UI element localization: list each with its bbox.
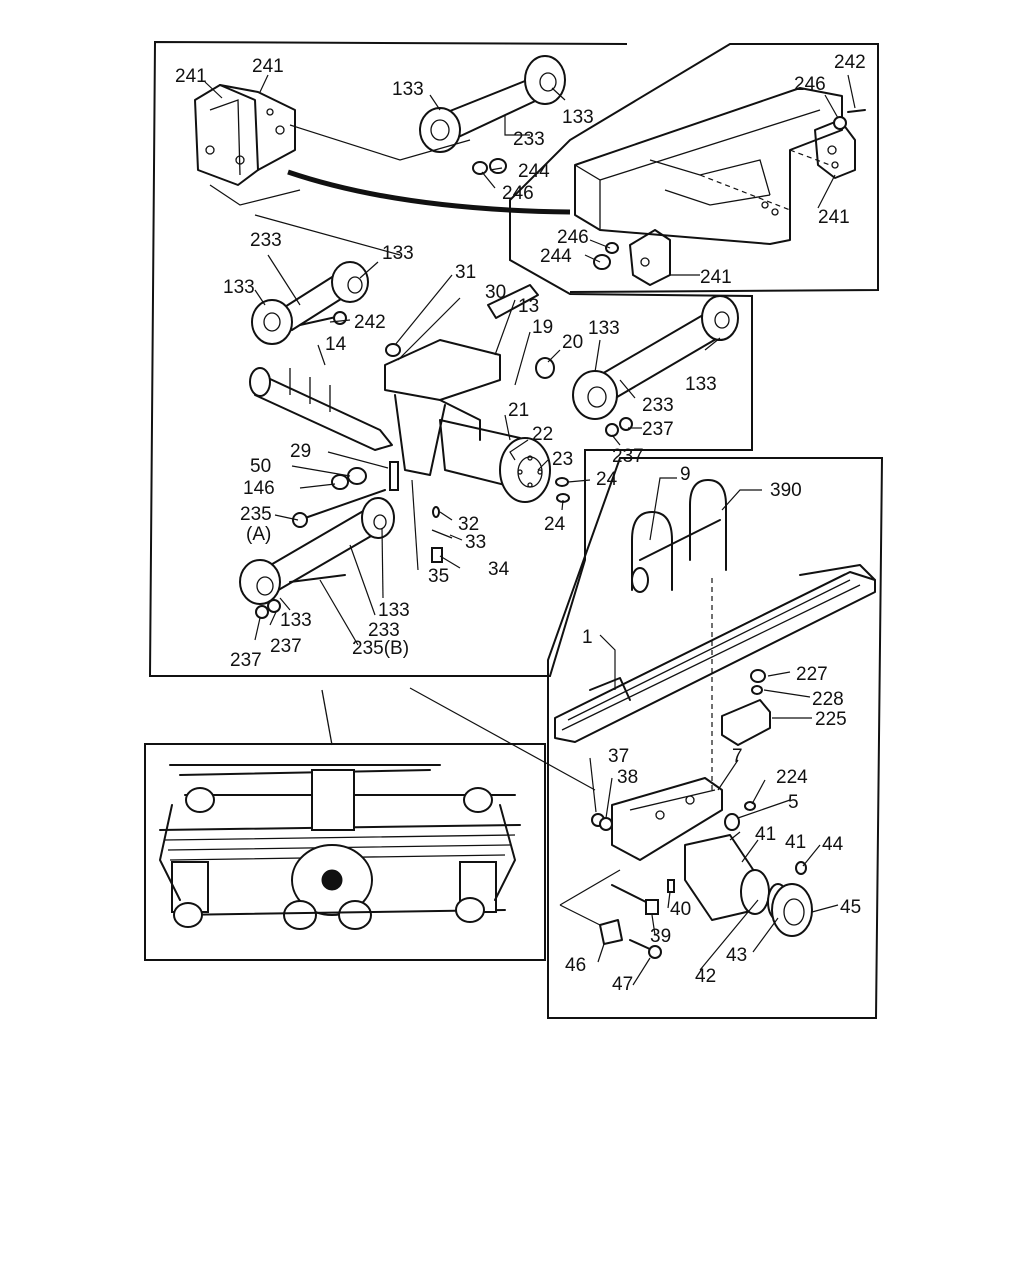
callout-246: 246 <box>557 227 589 248</box>
leaf-edge-band <box>287 169 571 215</box>
trunnion-hub-41 <box>599 801 813 959</box>
spring-seat-7 <box>591 777 723 861</box>
callout-42: 42 <box>695 966 716 987</box>
callout-labels: 241 241 133 133 233 244 246 242 246 241 … <box>175 52 866 995</box>
callout-22: 22 <box>532 424 553 445</box>
callout-45: 45 <box>840 897 861 918</box>
callout-235: 235 <box>240 504 272 525</box>
callout-A: (A) <box>246 524 271 545</box>
callout-244: 244 <box>518 161 550 182</box>
trunnion-assembly <box>249 284 555 503</box>
callout-133: 133 <box>378 600 410 621</box>
callout-44: 44 <box>822 834 844 855</box>
callout-133: 133 <box>223 277 255 298</box>
callout-237: 237 <box>612 446 644 467</box>
callout-233: 233 <box>250 230 282 251</box>
assembled-view-frame <box>144 743 546 961</box>
bracket-241-right-bottom <box>629 229 671 286</box>
torque-rod-233-mid-right <box>572 295 739 420</box>
callout-246: 246 <box>502 183 534 204</box>
torque-rod-233-mid-left <box>251 261 369 345</box>
callout-23: 23 <box>552 449 573 470</box>
callout-21: 21 <box>508 400 529 421</box>
callout-242: 242 <box>354 312 386 333</box>
callout-133: 133 <box>392 79 424 100</box>
callout-233: 233 <box>368 620 400 641</box>
callout-14: 14 <box>325 334 347 355</box>
callout-24: 24 <box>596 469 618 490</box>
callout-41: 41 <box>755 824 776 845</box>
callout-46: 46 <box>565 955 586 976</box>
callout-228: 228 <box>812 689 844 710</box>
callout-39: 39 <box>650 926 671 947</box>
lower-right-panel-frame <box>547 457 884 1019</box>
callout-237: 237 <box>270 636 302 657</box>
leader-lines <box>204 74 856 986</box>
callout-233: 233 <box>642 395 674 416</box>
bracket-241-left <box>194 84 296 186</box>
callout-133: 133 <box>382 243 414 264</box>
callout-47: 47 <box>612 974 633 995</box>
callout-133: 133 <box>562 107 594 128</box>
u-bolts <box>631 479 727 790</box>
callout-242: 242 <box>834 52 866 73</box>
callout-38: 38 <box>617 767 638 788</box>
callout-20: 20 <box>562 332 583 353</box>
callout-31: 31 <box>455 262 476 283</box>
torque-rod-233-bottom <box>239 497 395 605</box>
callout-244: 244 <box>540 246 572 267</box>
callout-35: 35 <box>428 566 449 587</box>
callout-390: 390 <box>770 480 802 501</box>
callout-40: 40 <box>670 899 691 920</box>
callout-41: 41 <box>785 832 806 853</box>
callout-13: 13 <box>518 296 539 317</box>
callout-29: 29 <box>290 441 311 462</box>
callout-237: 237 <box>642 419 674 440</box>
callout-241: 241 <box>700 267 732 288</box>
callout-33: 33 <box>465 532 486 553</box>
frame-crossmember <box>574 87 843 245</box>
stopper-225 <box>721 669 771 746</box>
callout-24: 24 <box>544 514 566 535</box>
leaf-spring <box>554 564 876 743</box>
torque-rod-233-top <box>419 55 566 153</box>
callout-50: 50 <box>250 456 271 477</box>
callout-246: 246 <box>794 74 826 95</box>
callout-227: 227 <box>796 664 828 685</box>
callout-225: 225 <box>815 709 847 730</box>
callout-133: 133 <box>685 374 717 395</box>
callout-7: 7 <box>732 746 743 767</box>
upper-panel-frame <box>148 40 879 677</box>
callout-133: 133 <box>588 318 620 339</box>
bracket-241-right-top <box>814 119 856 179</box>
callout-32: 32 <box>458 514 479 535</box>
callout-241: 241 <box>175 66 207 87</box>
callout-1: 1 <box>582 627 593 648</box>
callout-133: 133 <box>280 610 312 631</box>
callout-241: 241 <box>252 56 284 77</box>
assembled-view <box>159 689 521 930</box>
callout-224: 224 <box>776 767 808 788</box>
callout-37: 37 <box>608 746 629 767</box>
callout-233: 233 <box>513 129 545 150</box>
callout-30: 30 <box>485 282 506 303</box>
callout-146: 146 <box>243 478 275 499</box>
callout-241: 241 <box>818 207 850 228</box>
panel-frames <box>144 40 884 1019</box>
fasteners <box>255 109 866 619</box>
callout-5: 5 <box>788 792 799 813</box>
callout-235B: 235(B) <box>352 638 409 659</box>
callout-9: 9 <box>680 464 691 485</box>
callout-19: 19 <box>532 317 553 338</box>
callout-34: 34 <box>488 559 510 580</box>
callout-237: 237 <box>230 650 262 671</box>
callout-43: 43 <box>726 945 747 966</box>
